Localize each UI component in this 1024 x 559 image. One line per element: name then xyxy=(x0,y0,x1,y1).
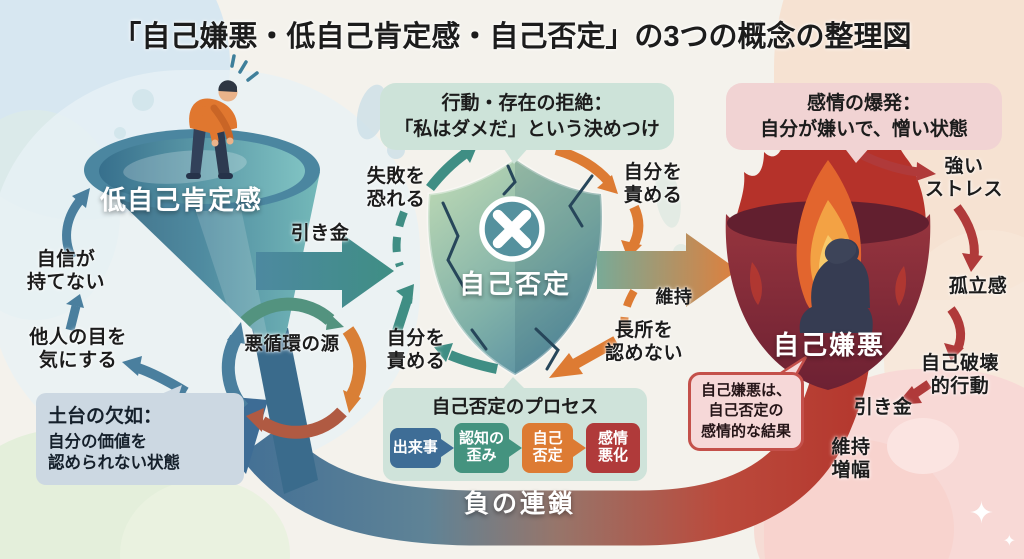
others-eyes-label: 他人の目を 気にする xyxy=(29,327,127,372)
self-denial-label: 自己否定 xyxy=(458,269,571,299)
maintain-label-center: 維持 xyxy=(655,287,693,307)
blame-self-top-label: 自分を 責める xyxy=(623,162,683,207)
fear-failure-label: 失敗を 恐れる xyxy=(366,166,426,211)
shield-illustration xyxy=(426,157,604,377)
decorative-blob xyxy=(887,418,959,474)
self-denial-process-box: 自己否定のプロセス 出来事 認知の 歪み 自己 否定 感情 悪化 xyxy=(383,388,647,481)
isolation-label: 孤立感 xyxy=(948,276,1008,297)
sparkle-icon: ✦ xyxy=(968,497,994,530)
process-step-cognition: 認知の 歪み xyxy=(453,423,510,473)
process-step-event: 出来事 xyxy=(390,428,441,468)
shield-arrows xyxy=(392,144,738,378)
left-arrows xyxy=(62,188,189,397)
process-arrow-icon xyxy=(572,439,586,457)
process-title: 自己否定のプロセス xyxy=(431,396,599,417)
process-steps-row: 出来事 認知の 歪み 自己 否定 感情 悪化 xyxy=(383,419,647,473)
fire-illustration xyxy=(725,116,931,390)
emotion-explosion-bubble: 感情の爆発： 自分が嫌いで、憎い状態 xyxy=(726,83,1002,151)
negative-chain-label: 負の連鎖 xyxy=(463,490,576,518)
maintain-amplify-label: 維持 増幅 xyxy=(831,437,871,482)
trigger-label-left: 引き金 xyxy=(290,223,350,244)
action-rejection-bubble: 行動・存在の拒絶： 「私はダメだ」という決めつけ xyxy=(380,83,674,151)
process-step-denial: 自己 否定 xyxy=(522,423,573,473)
trigger-label-right: 引き金 xyxy=(853,397,913,418)
foundation-body: 自分の価値を 認められない状態 xyxy=(48,433,180,473)
process-arrow-icon xyxy=(509,439,523,457)
self-destructive-label: 自己破壊 的行動 xyxy=(920,353,999,398)
shield-cracks xyxy=(441,164,594,371)
sparkle-icon: ✦ xyxy=(1002,533,1016,550)
foundation-lack-box: 土台の欠如： 自分の価値を 認められない状態 xyxy=(36,393,244,485)
page-title: 「自己嫌悪・低自己肯定感・自己否定」の3つの概念の整理図 xyxy=(112,21,912,53)
trigger-arrow-left xyxy=(256,234,394,308)
process-step-emotion: 感情 悪化 xyxy=(585,423,641,473)
funnel-illustration xyxy=(84,54,320,494)
despairing-figure-icon xyxy=(799,238,873,333)
strong-stress-label: 強い ストレス xyxy=(924,156,1003,201)
self-hatred-callout: 自己嫌悪は、 自己否定の 感情的な結果 xyxy=(688,372,804,451)
maintain-arrow-right xyxy=(597,233,738,307)
person-on-funnel-icon xyxy=(186,54,259,179)
right-red-arrows xyxy=(855,148,983,405)
no-confidence-label: 自信が 持てない xyxy=(26,249,105,294)
self-hatred-label: 自己嫌悪 xyxy=(772,330,885,360)
blame-self-bottom-label: 自分を 責める xyxy=(386,328,446,373)
low-self-esteem-label: 低自己肯定感 xyxy=(99,185,262,215)
process-arrow-icon xyxy=(440,439,454,457)
x-circle-icon xyxy=(479,196,545,262)
foundation-title: 土台の欠如： xyxy=(48,406,163,427)
vicious-cycle-label: 悪循環の源 xyxy=(244,333,340,354)
no-strengths-label: 長所を 認めない xyxy=(604,320,683,365)
